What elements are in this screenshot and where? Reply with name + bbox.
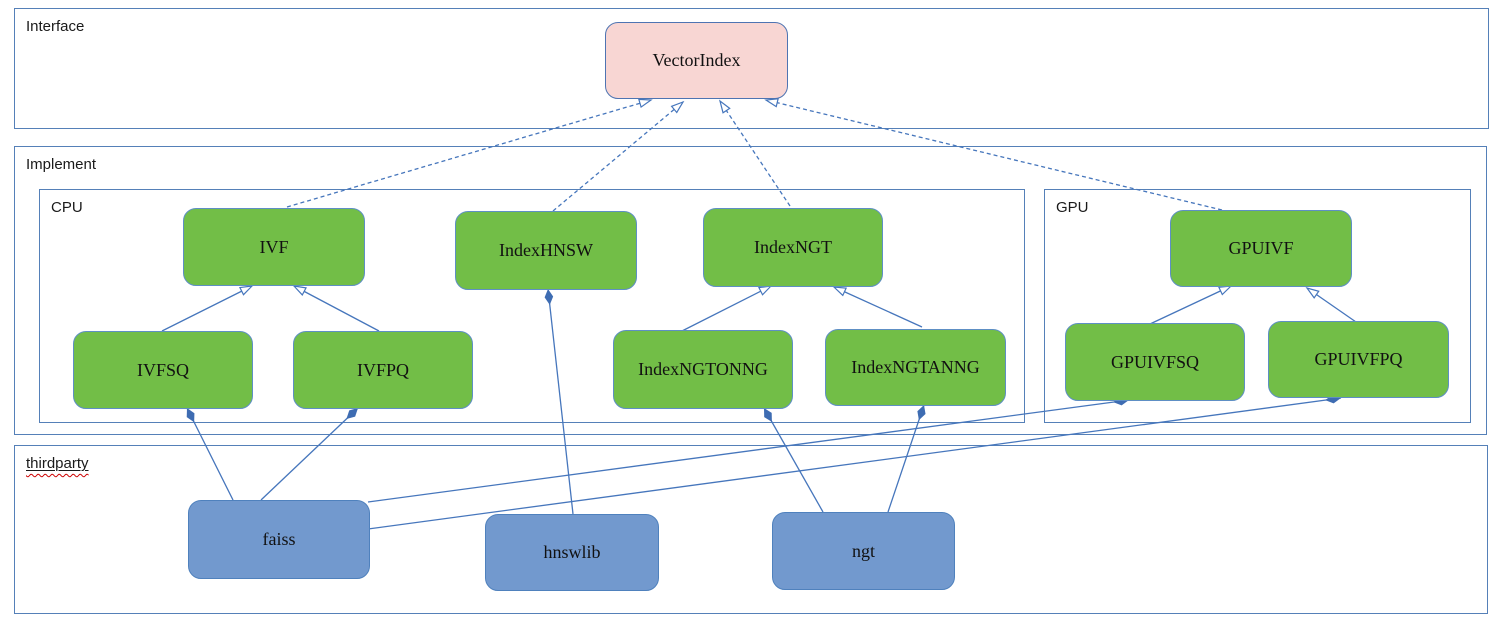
edge-ngt-indexngtanng[interactable] [887, 404, 926, 513]
thirdparty-container[interactable]: thirdparty [14, 445, 1488, 614]
thirdparty-label: thirdparty [26, 455, 89, 472]
node-vectorindex[interactable]: VectorIndex [605, 22, 788, 99]
node-ivfsq[interactable]: IVFSQ [73, 331, 253, 409]
node-ivfsq-label: IVFSQ [136, 359, 189, 380]
edge-faiss-ivfpq[interactable] [260, 407, 359, 501]
interface-container[interactable]: Interface [14, 8, 1489, 129]
edge-indexngtonng-indexngt[interactable] [681, 285, 773, 332]
edge-gpuivfpq-gpuivf[interactable] [1305, 286, 1357, 323]
node-faiss[interactable]: faiss [188, 500, 370, 579]
node-indexngtanng[interactable]: IndexNGTANNG [825, 329, 1006, 406]
gpu-label: GPU [1056, 199, 1089, 216]
node-faiss-label: faiss [262, 529, 296, 549]
node-indexngtonng-label: IndexNGTONNG [638, 359, 768, 379]
node-gpuivf[interactable]: GPUIVF [1170, 210, 1352, 287]
node-indexngtonng[interactable]: IndexNGTONNG [613, 330, 793, 409]
edge-ngt-indexngtonng[interactable] [763, 407, 824, 513]
edge-faiss-ivfsq[interactable] [186, 407, 234, 501]
node-hnswlib[interactable]: hnswlib [485, 514, 659, 591]
node-gpuivfsq-label: GPUIVFSQ [1110, 351, 1200, 372]
edge-hnswlib-indexhnsw[interactable] [544, 288, 574, 515]
edge-ivf-vectorindex[interactable] [286, 98, 653, 208]
node-indexngt[interactable]: IndexNGT [703, 208, 883, 287]
node-ivfpq[interactable]: IVFPQ [293, 331, 473, 409]
edge-indexngt-vectorindex[interactable] [718, 99, 791, 207]
node-ngt-label: ngt [851, 540, 875, 561]
node-ivfpq-label: IVFPQ [356, 359, 409, 380]
edge-faiss-gpuivfsq[interactable] [367, 396, 1130, 503]
node-ngt[interactable]: ngt [772, 512, 955, 590]
edge-indexhnsw-vectorindex[interactable] [552, 100, 685, 212]
node-indexngt-label: IndexNGT [754, 237, 832, 257]
edge-gpuivfsq-gpuivf[interactable] [1149, 285, 1233, 325]
edge-ivfsq-ivf[interactable] [161, 285, 254, 332]
edge-gpuivf-vectorindex[interactable] [764, 98, 1223, 211]
node-gpuivf-label: GPUIVF [1228, 238, 1294, 258]
gpu-container[interactable]: GPU [1044, 189, 1471, 423]
node-hnswlib-label: hnswlib [543, 542, 601, 562]
node-ivf-label: IVF [259, 236, 289, 257]
interface-label: Interface [26, 18, 85, 35]
node-gpuivfpq-label: GPUIVFPQ [1314, 349, 1403, 369]
node-gpuivfpq[interactable]: GPUIVFPQ [1268, 321, 1449, 398]
node-gpuivfsq[interactable]: GPUIVFSQ [1065, 323, 1245, 401]
node-vectorindex-label: VectorIndex [652, 50, 741, 70]
cpu-container[interactable]: CPU [39, 189, 1025, 423]
node-indexhnsw-label: IndexHNSW [499, 240, 593, 260]
cpu-label: CPU [51, 199, 83, 216]
node-indexhnsw[interactable]: IndexHNSW [455, 211, 637, 290]
implement-label: Implement [26, 156, 97, 173]
node-indexngtanng-label: IndexNGTANNG [851, 357, 980, 377]
edge-ivfpq-ivf[interactable] [292, 285, 380, 332]
node-ivf[interactable]: IVF [183, 208, 365, 286]
edge-faiss-gpuivfpq[interactable] [367, 394, 1342, 530]
edge-indexngtanng-indexngt[interactable] [832, 286, 923, 328]
